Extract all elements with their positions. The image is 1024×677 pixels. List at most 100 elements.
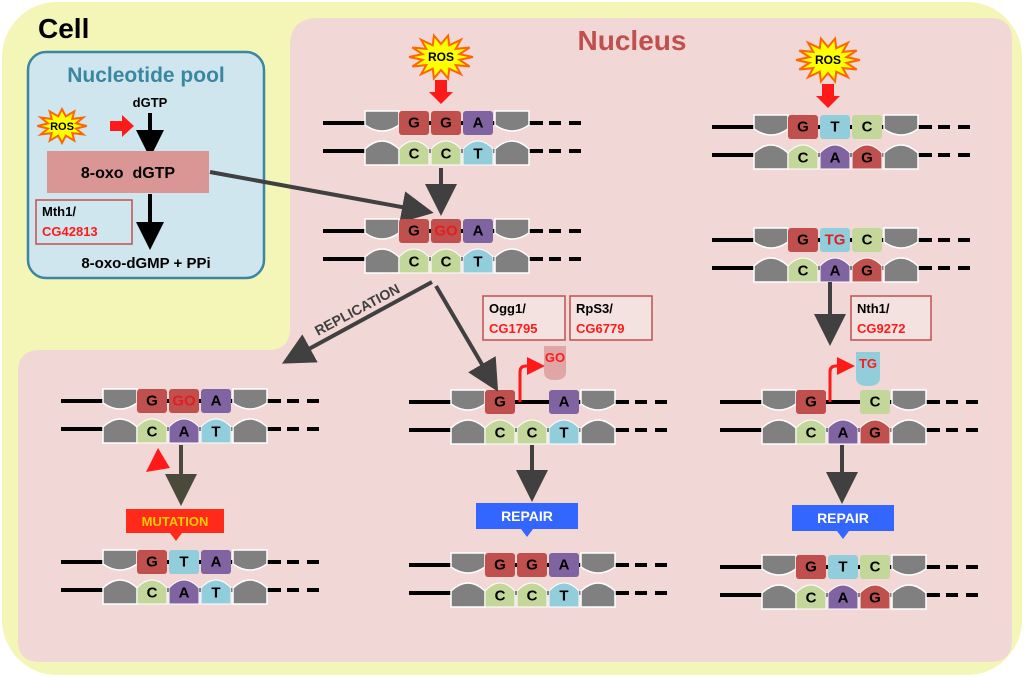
base-G: [788, 115, 818, 139]
base-letter: C: [495, 425, 506, 442]
base-G: [859, 419, 891, 445]
strand-cap: [753, 227, 789, 249]
base-letter: C: [806, 425, 817, 442]
base-letter: A: [830, 150, 841, 167]
base-G: [796, 390, 826, 414]
base-letter: T: [838, 559, 847, 576]
strand-cap: [364, 248, 400, 274]
base-letter: A: [473, 115, 484, 132]
base-C: [398, 140, 430, 166]
base-C: [852, 115, 882, 139]
ros-pool-label: ROS: [50, 121, 74, 133]
base-letter: C: [441, 254, 452, 271]
strand-cap: [891, 554, 927, 576]
strand-cap: [232, 388, 268, 410]
base-letter: G: [146, 554, 158, 571]
base-letter: C: [798, 150, 809, 167]
strand-cap: [891, 419, 927, 445]
ros-burst-nucleus-1: ROS: [408, 33, 474, 81]
strand-cap: [364, 110, 400, 132]
base-letter: C: [147, 585, 158, 602]
base-G: [485, 390, 515, 414]
repair-box-2: [792, 505, 894, 531]
base-T: [820, 115, 850, 139]
base-letter: A: [559, 557, 570, 574]
mutation-label: MUTATION: [142, 514, 209, 529]
base-A: [201, 550, 231, 574]
base-T: [828, 555, 858, 579]
base-letter: T: [179, 554, 188, 571]
base-C: [795, 419, 827, 445]
base-C: [136, 418, 168, 444]
strand-cap: [761, 389, 797, 411]
base-TG: [820, 228, 850, 252]
nucleus-label: Nucleus: [578, 25, 687, 56]
strand-cap: [494, 110, 530, 132]
base-T: [548, 582, 580, 608]
base-letter: C: [441, 146, 452, 163]
base-letter: T: [559, 588, 568, 605]
rps3-gene: CG6779: [576, 321, 624, 336]
strand-cap: [761, 554, 797, 576]
base-A: [819, 144, 851, 170]
base-letter: C: [798, 263, 809, 280]
base-C: [430, 140, 462, 166]
base-letter: T: [559, 425, 568, 442]
base-letter: C: [862, 119, 873, 136]
strand-cap: [494, 218, 530, 240]
base-letter: G: [869, 590, 881, 607]
base-letter: G: [797, 232, 809, 249]
base-letter: C: [527, 425, 538, 442]
base-C: [860, 390, 890, 414]
go-release-arrow: [518, 357, 545, 402]
mth1-name: Mth1/: [42, 204, 76, 219]
base-G: [137, 550, 167, 574]
oxo-dgtp-box: [47, 151, 209, 193]
base-G: [851, 144, 883, 170]
repair-callout-2: REPAIR: [792, 505, 894, 539]
base-letter: A: [838, 590, 849, 607]
released-go-label: GO: [545, 350, 565, 365]
repair-label-2: REPAIR: [817, 510, 869, 526]
base-A: [168, 579, 200, 605]
repair-box-1: [476, 503, 578, 529]
ros-label-1: ROS: [428, 50, 454, 64]
repair-callout-1: REPAIR: [476, 503, 578, 537]
mutation-pointer: [170, 533, 182, 541]
base-C: [136, 579, 168, 605]
rps3-name: RpS3/: [576, 301, 613, 316]
base-letter: C: [806, 590, 817, 607]
base-G: [399, 111, 429, 135]
strand-cap: [232, 549, 268, 571]
mutation-box: [126, 509, 224, 533]
base-T: [169, 550, 199, 574]
pool-product-label: 8-oxo-dGMP + PPi: [81, 255, 210, 272]
strand-cap: [450, 389, 486, 411]
strand-cap: [580, 419, 616, 445]
base-letter: G: [408, 223, 420, 240]
strand-cap: [891, 389, 927, 411]
strand-cap: [753, 144, 789, 170]
ros-burst-pool: ROS: [37, 106, 87, 146]
repair-label-1: REPAIR: [501, 508, 553, 524]
base-letter: GO: [434, 223, 458, 240]
base-letter: G: [805, 559, 817, 576]
base-A: [819, 257, 851, 283]
base-A: [549, 553, 579, 577]
base-letter: C: [409, 146, 420, 163]
oxo-dgtp-label: 8-oxo dGTP: [81, 165, 176, 182]
strand-cap: [753, 114, 789, 136]
base-C: [787, 257, 819, 283]
base-letter: G: [408, 115, 420, 132]
base-G: [851, 257, 883, 283]
base-G: [137, 389, 167, 413]
